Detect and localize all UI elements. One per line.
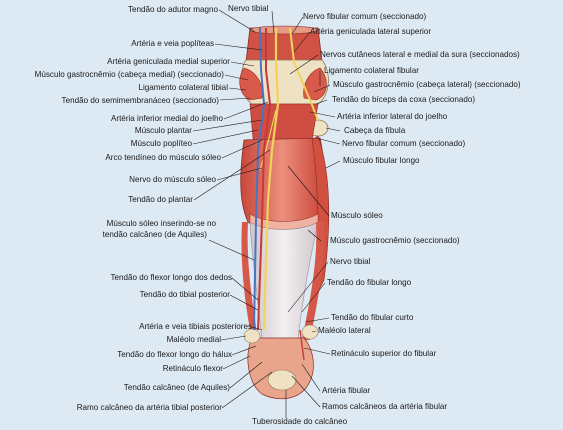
label-maleolo-lateral: Maléolo lateral [318,326,371,335]
label-cabeca-fibula: Cabeça da fíbula [344,126,406,135]
label-musculo-soleo: Músculo sóleo [331,211,383,220]
label-ramos-calcaneos-fibular: Ramos calcâneos da artéria fibular [322,402,448,411]
label-nervos-cutaneos-sura: Nervos cutâneos lateral e medial da sura… [320,50,520,59]
label-arteria-veia-tibiais-post: Artéria e veia tibiais posteriores [139,322,252,331]
label-ramo-calcaneo-tibial-post: Ramo calcâneo da artéria tibial posterio… [76,403,222,412]
leader-lines-right [271,10,341,418]
label-ligamento-colateral-fibular: Ligamento colateral fibular [324,66,419,75]
label-retinaculo-superior-fibular: Retináculo superior do fibular [331,349,437,358]
lower-medial-muscle [241,222,258,340]
popliteal-vein [253,27,266,331]
medial-malleolus [243,328,261,344]
label-tuberosidade-calcaneo: Tuberosidade do calcâneo [252,417,348,426]
label-musculo-popliteo: Músculo poplíteo [130,139,192,148]
common-fibular-nerve [289,27,319,121]
label-arteria-veia-popliteas: Artéria e veia poplíteas [131,39,214,48]
label-flexor-longo-halux: Tendão do flexor longo do hálux [117,350,232,359]
label-gastrocnemio-seccionado: Músculo gastrocnêmio (seccionado) [330,236,460,245]
label-arteria-geniculada-medial-sup: Artéria geniculada medial superior [107,57,230,66]
label-nervo-fibular-comum-2: Nervo fibular comum (seccionado) [342,139,466,148]
label-tendao-fibular-curto: Tendão do fibular curto [331,313,414,322]
label-arteria-geniculada-lateral-sup: Artéria geniculada lateral superior [310,27,432,36]
label-retinaculo-flexor: Retináculo flexor [162,364,223,373]
label-maleolo-medial: Maléolo medial [166,335,221,344]
label-gastrocnemio-cabeca-medial: Músculo gastrocnêmio (cabeça medial) (se… [34,70,224,79]
label-nervo-musculo-soleo: Nervo do músculo sóleo [129,175,216,184]
label-tendao-biceps-coxa: Tendão do bíceps da coxa (seccionado) [332,95,476,104]
label-musculo-plantar: Músculo plantar [134,126,192,135]
lateral-malleolus [301,324,319,340]
label-tendao-semimembranaceo: Tendão do semimembranáceo (seccionado) [61,96,219,105]
label-musculo-fibular-longo: Músculo fibular longo [343,156,420,165]
leader-lines-left [192,9,273,409]
label-nervo-tibial-bottom: Nervo tibial [330,257,371,266]
label-flexor-longo-dedos: Tendão do flexor longo dos dedos [110,273,233,282]
label-arteria-inferior-medial-joelho: Artéria inferior medial do joelho [110,114,223,123]
label-soleo-inserindo-2: tendão calcâneo (de Aquiles) [102,230,207,239]
label-nervo-tibial-top: Nervo tibial [228,4,269,13]
label-tendao-adutor-magno: Tendão do adutor magno [128,5,218,14]
label-soleo-inserindo-1: Músculo sóleo inserindo-se no [106,219,216,228]
label-tendao-calcaneo: Tendão calcâneo (de Aquiles) [123,383,230,392]
label-nervo-fibular-comum-1: Nervo fibular comum (seccionado) [303,12,427,21]
label-tibial-posterior: Tendão do tibial posterior [139,290,230,299]
gastrocnemius-medial-head [239,67,263,101]
popliteal-artery [257,28,272,331]
soleus-nerve [259,109,277,171]
label-arteria-fibular: Artéria fibular [322,386,371,395]
label-gastrocnemio-cabeca-lateral: Músculo gastrocnêmio (cabeça lateral) (s… [333,80,521,89]
fibular-artery [299,329,305,361]
calcaneal-tuberosity [267,369,297,391]
label-arteria-inferior-lateral-joelho: Artéria inferior lateral do joelho [337,112,448,121]
label-tendao-fibular-longo: Tendão do fibular longo [327,278,412,287]
label-ligamento-colateral-tibial: Ligamento colateral tibial [138,83,228,92]
label-arco-tendineo-soleo: Arco tendíneo do músculo sóleo [105,153,221,162]
label-tendao-plantar: Tendão do plantar [128,195,193,204]
tibial-nerve [262,28,280,331]
